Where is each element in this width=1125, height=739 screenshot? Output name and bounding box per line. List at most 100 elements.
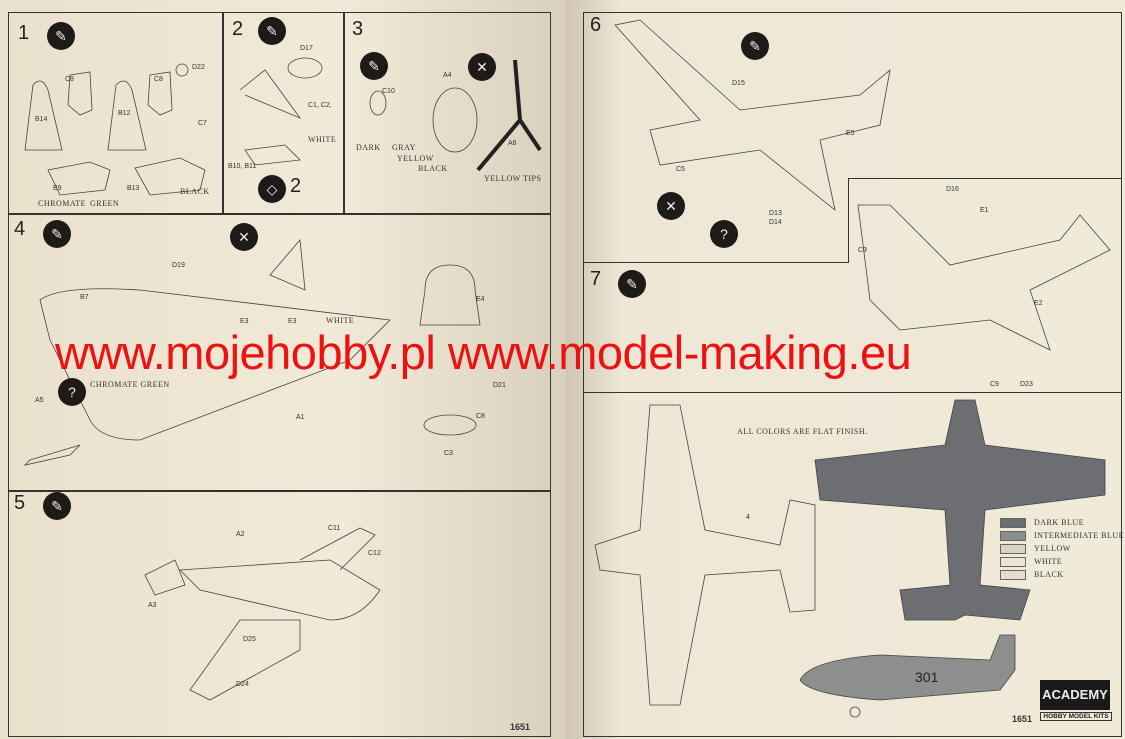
part-label: D14 xyxy=(769,219,782,226)
part-label: C9 xyxy=(990,381,999,388)
wing-c11 xyxy=(299,527,376,571)
part-label: C8 xyxy=(65,76,74,83)
part-label: B7 xyxy=(80,294,89,301)
color-label: BLACK xyxy=(418,164,448,173)
base-b10 xyxy=(244,144,301,166)
part-label: E2 xyxy=(1034,300,1043,307)
tail-fin xyxy=(269,239,306,291)
part-label: C8 xyxy=(154,76,163,83)
left-page xyxy=(0,0,566,739)
step-6-panel xyxy=(583,12,1122,393)
plan-view-top xyxy=(814,399,1106,621)
part-label: A1 xyxy=(296,414,305,421)
pilot-d22 xyxy=(175,63,189,77)
floor-b9 xyxy=(47,161,111,196)
stand-a5 xyxy=(23,444,81,466)
wheel-side xyxy=(849,706,861,718)
part-label: C9 xyxy=(858,247,867,254)
side-view xyxy=(799,634,1016,701)
step-3-number: 3 xyxy=(352,18,364,40)
wing-d24 xyxy=(189,619,301,701)
part-label: C1, C2, xyxy=(308,102,332,109)
part-label: B12 xyxy=(118,110,131,117)
legend-item: YELLOW xyxy=(1000,542,1124,555)
glue-icon: ✎ xyxy=(258,17,286,45)
legend-item: WHITE xyxy=(1000,555,1124,568)
part-label: E4 xyxy=(476,296,485,303)
part-label: C10 xyxy=(382,88,395,95)
part-label: D13 xyxy=(769,210,782,217)
floor-b13 xyxy=(134,157,206,196)
color-label: CHROMATE GREEN xyxy=(90,380,170,389)
color-legend: DARK BLUE INTERMEDIATE BLUE YELLOW WHITE… xyxy=(1000,516,1124,581)
seat-armor-b12 xyxy=(107,80,147,151)
legend-label: WHITE xyxy=(1034,557,1063,566)
step-7-panel xyxy=(848,178,1121,263)
part-label: D19 xyxy=(172,262,185,269)
color-label: GRAY xyxy=(392,143,416,152)
color-label: CHROMATE xyxy=(38,199,87,208)
part-label: E1 xyxy=(980,207,989,214)
step-5-panel xyxy=(8,490,551,737)
part-label: C3 xyxy=(444,450,453,457)
legend-label: DARK BLUE xyxy=(1034,518,1085,527)
wheel-d17 xyxy=(287,57,323,79)
aircraft-number: 301 xyxy=(915,669,939,685)
seat-armor-b14 xyxy=(24,80,63,151)
part-label: D24 xyxy=(236,681,249,688)
part-label: A3 xyxy=(148,602,157,609)
part-label: C8 xyxy=(476,413,485,420)
glue-icon: ✎ xyxy=(47,22,75,50)
base-c3 xyxy=(423,414,477,436)
part-label: D16 xyxy=(946,186,959,193)
seat-c8b xyxy=(147,71,173,116)
color-label: BLACK xyxy=(180,187,210,196)
part-label: C12 xyxy=(368,550,381,557)
part-label: D25 xyxy=(243,636,256,643)
finish-note: ALL COLORS ARE FLAT FINISH. xyxy=(737,427,868,436)
part-label: E3 xyxy=(288,318,297,325)
color-label: YELLOW TIPS xyxy=(484,174,542,183)
color-label: WHITE xyxy=(326,316,355,325)
hub-c10 xyxy=(369,90,387,116)
step-1-panel xyxy=(8,12,224,215)
step-7-divider xyxy=(583,262,848,263)
brand-logo: ACADEMY xyxy=(1040,680,1110,710)
aircraft-step7 xyxy=(857,204,1111,351)
part-label: A2 xyxy=(236,531,245,538)
part-label: C7 xyxy=(198,120,207,127)
step-5-number: 5 xyxy=(14,492,26,514)
propeller-a6 xyxy=(476,59,542,172)
kit-number: 1651 xyxy=(1012,714,1033,724)
legend-item: INTERMEDIATE BLUE xyxy=(1000,529,1124,542)
step-2-number: 2 xyxy=(232,18,244,40)
part-label: A4 xyxy=(443,72,452,79)
step-3-panel xyxy=(343,12,551,215)
color-label: DARK xyxy=(356,143,381,152)
painting-panel xyxy=(583,392,1122,737)
glue-icon: ✎ xyxy=(741,32,769,60)
question-icon: ? xyxy=(58,378,86,406)
seat-c8 xyxy=(67,71,93,116)
step-6-number: 6 xyxy=(590,14,602,36)
kit-number: 1651 xyxy=(510,722,531,732)
part-label: D15 xyxy=(732,80,745,87)
color-label: GREEN xyxy=(90,199,120,208)
gear-strut xyxy=(239,69,302,119)
part-label: A5 xyxy=(35,397,44,404)
fuselage-a1 xyxy=(39,288,391,441)
part-label: D22 xyxy=(192,64,205,71)
glue-icon: ✎ xyxy=(43,492,71,520)
part-label: D21 xyxy=(493,382,506,389)
part-label: E3 xyxy=(240,318,249,325)
legend-item: BLACK xyxy=(1000,568,1124,581)
part-label: C11 xyxy=(328,525,341,532)
part-label: B13 xyxy=(127,185,140,192)
plan-view-underside xyxy=(594,404,816,706)
no-glue-icon: ✕ xyxy=(657,192,685,220)
legend-label: BLACK xyxy=(1034,570,1064,579)
no-glue-icon: ✕ xyxy=(230,223,258,251)
glue-icon: ✎ xyxy=(360,52,388,80)
tail-a3 xyxy=(144,559,186,596)
